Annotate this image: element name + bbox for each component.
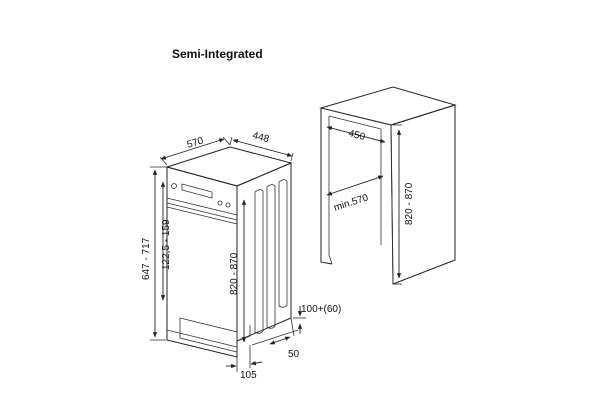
dishwasher-drawing xyxy=(165,146,293,358)
dim-depth-label: 570 xyxy=(186,135,206,151)
side-rib-3 xyxy=(278,179,288,308)
display-window xyxy=(181,183,213,199)
dim-bottom-offset: 50 xyxy=(251,317,300,360)
dim-front-offset: 105 xyxy=(226,345,263,381)
dishwasher-side xyxy=(236,162,292,342)
dishwasher-top xyxy=(165,146,293,187)
dim-niche-height-front: 820 - 870 xyxy=(229,199,247,343)
control-knob xyxy=(217,200,223,206)
dim-panel-height-label: 122,5 - 159 xyxy=(161,219,172,270)
plinth xyxy=(179,317,238,353)
side-rib-2 xyxy=(266,184,276,329)
control-panel-edge xyxy=(166,197,238,216)
dim-niche-height-front-label: 820 - 870 xyxy=(229,252,240,295)
side-rib-1 xyxy=(254,189,264,334)
diagram-title: Semi-Integrated xyxy=(172,47,263,61)
dim-niche-depth: min.570 xyxy=(326,175,384,214)
dim-niche-height: 820 - 870 xyxy=(393,124,415,285)
dim-niche-width-label: 450 xyxy=(347,128,366,143)
dim-plinth-label: 100+(60) xyxy=(301,304,341,315)
dim-bottom-offset-label: 50 xyxy=(288,349,300,360)
dim-depth: 570 xyxy=(159,135,231,166)
dim-total-height-label: 647 - 717 xyxy=(141,237,152,280)
dim-total-height: 647 - 717 xyxy=(141,166,166,341)
dim-niche-height-label: 820 - 870 xyxy=(404,182,415,225)
dim-width-label: 448 xyxy=(251,130,270,145)
dim-niche-width: 450 xyxy=(326,126,386,143)
dim-plinth: 100+(60) xyxy=(293,304,341,334)
dim-width: 448 xyxy=(229,130,294,162)
niche-drawing xyxy=(319,86,457,285)
dim-front-offset-label: 105 xyxy=(240,370,257,381)
niche-side-panel xyxy=(390,104,456,285)
dim-niche-depth-label: min.570 xyxy=(333,192,371,214)
dim-panel-height: 122,5 - 159 xyxy=(160,181,172,301)
power-button xyxy=(171,183,177,189)
niche-back-edge xyxy=(320,108,333,265)
